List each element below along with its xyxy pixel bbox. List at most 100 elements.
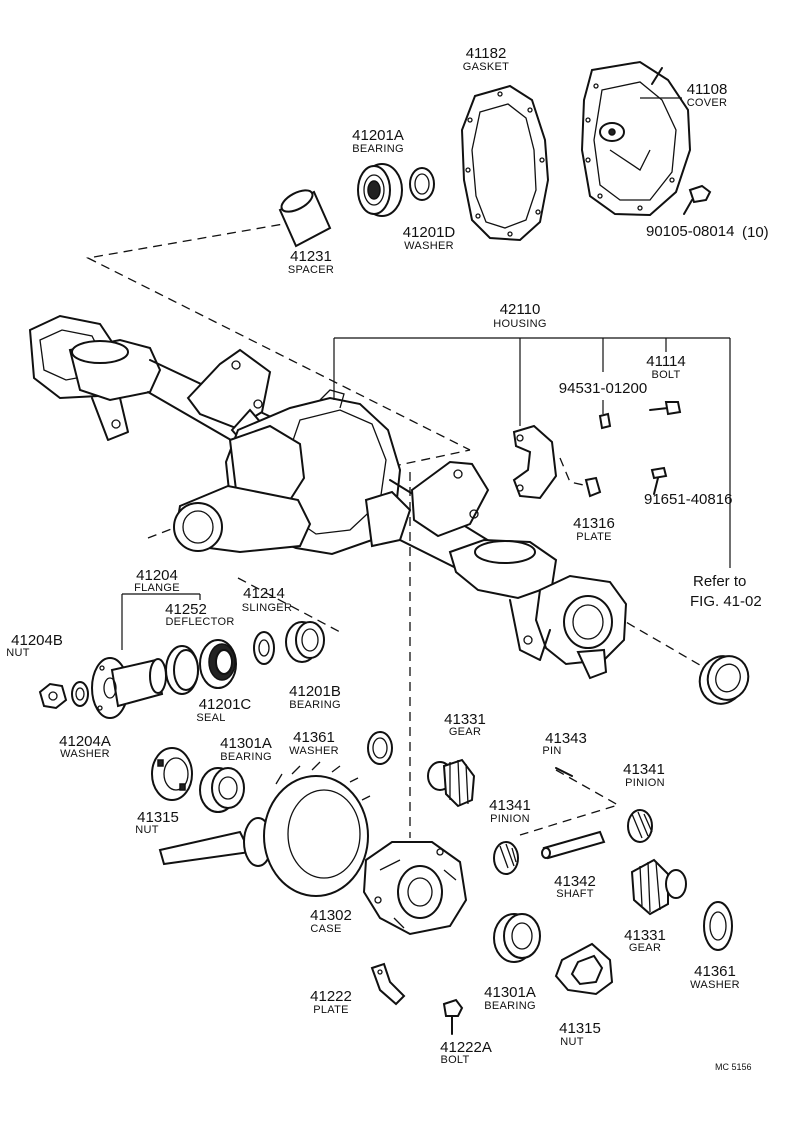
label-qty: (10) <box>742 224 769 241</box>
label-name: NUT <box>135 824 159 836</box>
label-number: 41108 <box>687 81 728 98</box>
axle-seal-ref <box>698 655 750 705</box>
label-number: 41342 <box>554 873 596 890</box>
label-number: 41341 <box>489 797 531 814</box>
washer-41204A <box>71 681 89 707</box>
gasket-41182 <box>460 84 550 242</box>
label-number: 41331 <box>624 927 666 944</box>
label-name: WASHER <box>690 979 740 991</box>
label-number: 41182 <box>466 45 507 62</box>
label-number: 90105-08014 <box>646 223 734 240</box>
case-41302 <box>362 841 468 936</box>
pinion-41341-left <box>493 841 519 875</box>
label-number: 41316 <box>573 515 615 532</box>
nut-41315-bottom <box>554 942 614 996</box>
pinion-41341-right <box>627 809 653 843</box>
bolt-91651-40816 <box>650 466 668 495</box>
label-name: SHAFT <box>556 888 594 900</box>
labels: 41182 GASKET 41108 COVER 41201A BEARING … <box>6 45 768 1072</box>
label-number: 41114 <box>646 353 686 370</box>
label-number: 41341 <box>623 761 665 778</box>
label-number: 94531-01200 <box>559 380 647 397</box>
label-name: BEARING <box>289 699 341 711</box>
leader-lines <box>121 97 731 650</box>
label-number: 41201A <box>352 127 404 144</box>
clip-94531-01200 <box>598 412 612 430</box>
reference-line-1: Refer to <box>693 573 746 590</box>
label-name: WASHER <box>404 240 454 252</box>
label-number: 41302 <box>310 907 352 924</box>
label-name: BEARING <box>484 1000 536 1012</box>
seal-41201C <box>199 639 237 689</box>
label-number: 91651-40816 <box>644 491 732 508</box>
washer-41361-left <box>367 731 393 765</box>
label-name: WASHER <box>60 748 110 760</box>
label-name: NUT <box>560 1036 584 1048</box>
label-number: 41331 <box>444 711 486 728</box>
washer-41361-right <box>703 901 733 951</box>
spacer-41231 <box>278 189 332 248</box>
label-number: 41204 <box>136 567 178 584</box>
label-number: 41301A <box>484 984 536 1001</box>
label-name: SEAL <box>196 712 225 724</box>
label-name: WASHER <box>289 745 339 757</box>
bearing-41201B <box>285 621 325 663</box>
bearing-cap-42110 <box>512 424 558 500</box>
ring-gear <box>263 761 371 897</box>
label-name: CASE <box>310 923 341 935</box>
label-name: SLINGER <box>242 602 292 614</box>
slinger-41214 <box>253 631 275 665</box>
label-number: 41201B <box>289 683 341 700</box>
gear-41331-right <box>630 858 687 916</box>
label-name: GASKET <box>463 61 509 73</box>
nut-41204B <box>38 682 68 710</box>
label-name: BOLT <box>651 369 680 381</box>
nut-41315-left <box>151 747 193 801</box>
label-number: 41201C <box>199 696 252 713</box>
label-number: 41252 <box>165 601 207 618</box>
label-name: BEARING <box>220 751 272 763</box>
pin-41343 <box>555 767 573 777</box>
label-name: PLATE <box>576 531 612 543</box>
deflector-41252 <box>165 645 199 695</box>
label-number: 41204B <box>11 632 63 649</box>
label-number: 41315 <box>559 1020 601 1037</box>
plate-41316 <box>584 476 602 498</box>
diagram-code: MC 5156 <box>715 1062 752 1072</box>
flange-41204 <box>91 657 167 719</box>
label-name: PIN <box>542 745 561 757</box>
label-number: 41361 <box>694 963 736 980</box>
axle-housing-42110 <box>28 314 628 680</box>
label-name: BOLT <box>440 1054 469 1066</box>
label-number: 41201D <box>403 224 456 241</box>
label-name: COVER <box>687 97 728 109</box>
reference-line-2: FIG. 41-02 <box>690 593 762 610</box>
label-name: PINION <box>490 813 530 825</box>
label-number: 41204A <box>59 733 111 750</box>
cover-41108 <box>580 60 692 217</box>
label-number: 41315 <box>137 809 179 826</box>
label-name: DEFLECTOR <box>165 616 234 628</box>
bearing-41301A-left <box>199 767 245 813</box>
label-name: GEAR <box>449 726 481 738</box>
label-number: 41343 <box>545 730 587 747</box>
label-number: 42110 <box>500 301 541 318</box>
label-number: 41361 <box>293 729 335 746</box>
bolt-41222A <box>442 998 464 1035</box>
label-number: 41301A <box>220 735 272 752</box>
label-number: 41222 <box>310 988 352 1005</box>
bolt-90105-08014 <box>683 184 712 215</box>
washer-41201D <box>409 167 435 201</box>
label-name: NUT <box>6 647 30 659</box>
plate-41222 <box>370 962 406 1006</box>
label-name: BEARING <box>352 143 404 155</box>
label-number: 41214 <box>243 585 285 602</box>
label-name: GEAR <box>629 942 661 954</box>
bearing-41301A-bottom <box>493 913 541 963</box>
label-name: HOUSING <box>493 318 546 330</box>
label-name: FLANGE <box>134 582 180 594</box>
label-name: SPACER <box>288 264 334 276</box>
label-name: PINION <box>625 777 665 789</box>
